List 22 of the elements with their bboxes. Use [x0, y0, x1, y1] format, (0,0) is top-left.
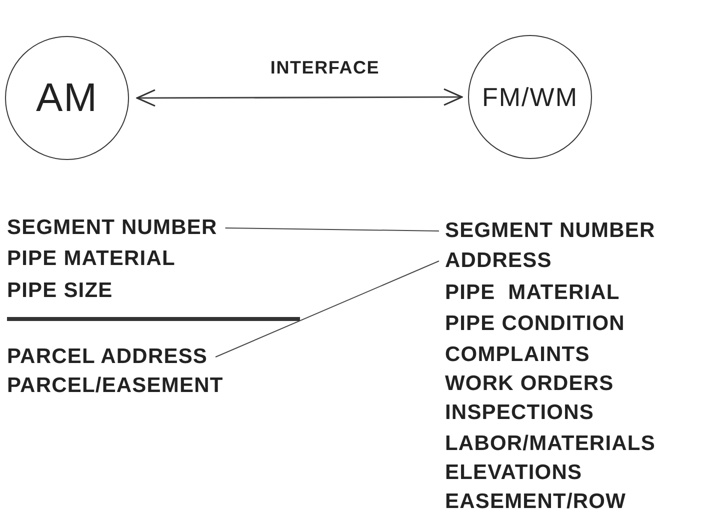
field-name: SEGMENT NUMBER	[7, 217, 218, 239]
connector-line	[224, 228, 440, 232]
field-name: ADDRESS	[445, 250, 552, 272]
connector-line	[215, 260, 440, 358]
circle-node	[5, 36, 129, 160]
double-arrow	[136, 88, 463, 107]
field-name: WORK ORDERS	[445, 373, 614, 395]
field-name: LABOR/MATERIALS	[445, 433, 656, 455]
field-name: PARCEL ADDRESS	[7, 346, 208, 368]
field-name: SEGMENT NUMBER	[445, 220, 656, 242]
field-name: PIPE CONDITION	[445, 313, 625, 335]
field-name: ELEVATIONS	[445, 462, 582, 484]
field-name: PIPE MATERIAL	[7, 248, 176, 270]
field-name: PIPE MATERIAL	[445, 282, 620, 304]
field-name: INSPECTIONS	[445, 402, 594, 424]
node-label: AM	[36, 76, 98, 120]
field-name: PIPE SIZE	[7, 280, 113, 302]
circle-node	[468, 35, 592, 159]
node-label: FM/WM	[482, 82, 578, 112]
field-name: COMPLAINTS	[445, 344, 590, 366]
field-name: EASEMENT/ROW	[445, 491, 626, 513]
field-name: PARCEL/EASEMENT	[7, 375, 224, 397]
